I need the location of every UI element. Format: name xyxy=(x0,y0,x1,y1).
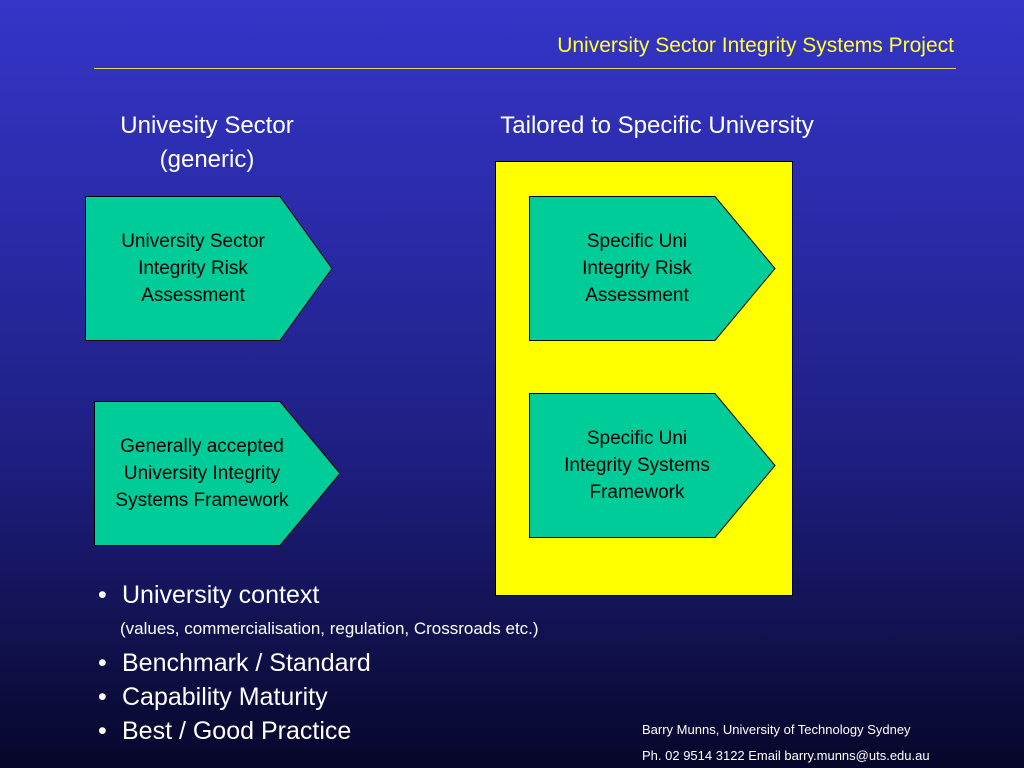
shape-label-line: Generally accepted xyxy=(120,436,284,457)
shape-label-line: University Sector xyxy=(121,231,265,252)
footer-contact: Ph. 02 9514 3122 Email barry.munns@uts.e… xyxy=(642,748,930,763)
bullet-detail: (values, commercialisation, regulation, … xyxy=(120,619,539,638)
bullet-item: • Benchmark / Standard xyxy=(98,646,539,680)
generic-systems-framework-shape: Generally accepted University Integrity … xyxy=(94,401,341,546)
bullet-dot-icon: • xyxy=(98,581,107,609)
shape-label-line: Assessment xyxy=(141,285,245,306)
pentagon-arrow-shape xyxy=(94,401,341,546)
left-heading-line-2: (generic) xyxy=(159,146,255,173)
bullet-item: • Best / Good Practice xyxy=(98,714,539,748)
pentagon-arrow-shape xyxy=(529,393,776,538)
pentagon-arrow-shape xyxy=(85,196,333,341)
shape-label-line: Assessment xyxy=(585,285,689,306)
shape-label-line: Framework xyxy=(589,482,685,503)
title-divider xyxy=(94,68,956,69)
left-heading-line-1: Univesity Sector xyxy=(120,112,294,139)
specific-systems-framework-shape: Specific Uni Integrity Systems Framework xyxy=(529,393,776,538)
bullet-text: Benchmark / Standard xyxy=(122,649,371,677)
specific-risk-assessment-shape: Specific Uni Integrity Risk Assessment xyxy=(529,196,776,341)
bullet-text: University context xyxy=(122,581,320,609)
shape-label: University Sector Integrity Risk Assessm… xyxy=(85,196,301,341)
bullet-list: • University context (values, commerciali… xyxy=(98,578,539,748)
shape-label-line: University Integrity xyxy=(123,463,281,484)
shape-label-line: Systems Framework xyxy=(115,490,289,511)
bullet-dot-icon: • xyxy=(98,649,107,677)
bullet-item: • Capability Maturity xyxy=(98,680,539,714)
shape-label-line: Integrity Risk xyxy=(138,258,248,279)
generic-risk-assessment-shape: University Sector Integrity Risk Assessm… xyxy=(85,196,333,341)
left-column-heading: Univesity Sector (generic) xyxy=(92,109,322,177)
shape-label-line: Specific Uni xyxy=(586,428,688,449)
bullet-dot-icon: • xyxy=(98,683,107,711)
bullet-text: Capability Maturity xyxy=(122,683,328,711)
bullet-text: Best / Good Practice xyxy=(122,717,352,745)
footer-author: Barry Munns, University of Technology Sy… xyxy=(642,722,911,737)
shape-label-line: Integrity Systems xyxy=(564,455,710,476)
bullet-dot-icon: • xyxy=(98,717,107,745)
pentagon-arrow-shape xyxy=(529,196,776,341)
shape-label-line: Integrity Risk xyxy=(582,258,692,279)
shape-label: Generally accepted University Integrity … xyxy=(94,401,310,546)
slide-title: University Sector Integrity Systems Proj… xyxy=(557,34,954,57)
right-column-heading: Tailored to Specific University xyxy=(500,112,814,139)
bullet-item: • University context xyxy=(98,578,539,612)
shape-label-line: Specific Uni xyxy=(586,231,688,252)
shape-label: Specific Uni Integrity Systems Framework xyxy=(529,393,745,538)
shape-label: Specific Uni Integrity Risk Assessment xyxy=(529,196,745,341)
